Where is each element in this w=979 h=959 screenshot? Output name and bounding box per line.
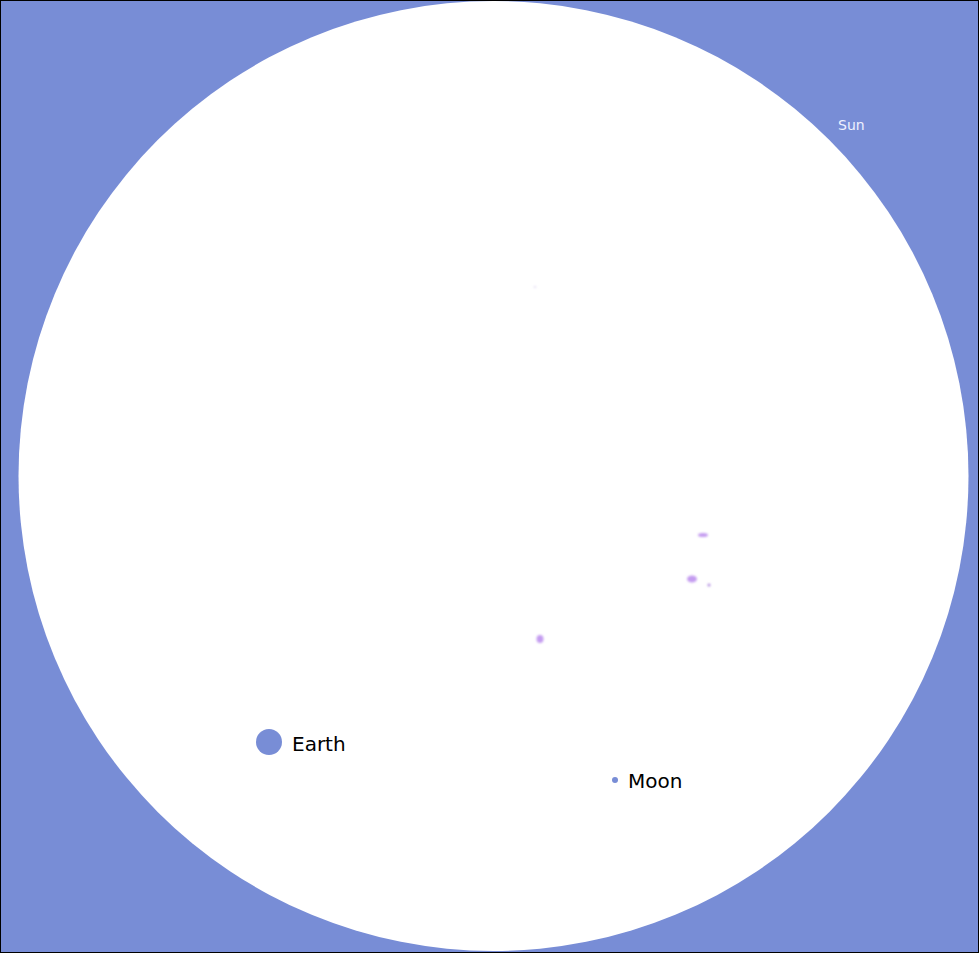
earth-label: Earth (292, 732, 346, 756)
sunspots (534, 286, 711, 643)
moon-label: Moon (628, 769, 682, 793)
moon-disc (612, 777, 618, 783)
sunspot (708, 584, 711, 587)
sunspot (537, 635, 544, 643)
sun-disc (19, 1, 969, 951)
sunspot (687, 576, 697, 583)
sunspot (534, 286, 537, 288)
sunspot (698, 533, 708, 537)
sun-label: Sun (838, 117, 865, 134)
earth-disc (256, 729, 282, 755)
